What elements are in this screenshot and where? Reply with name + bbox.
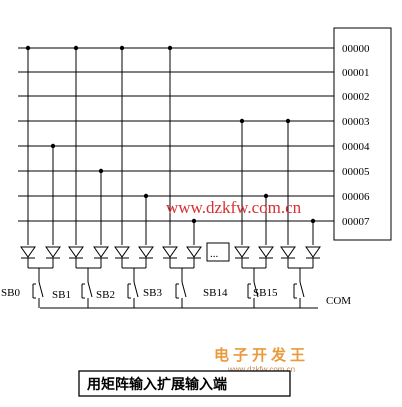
diode [138,246,154,259]
diode [45,246,61,259]
switch-array [27,258,314,308]
ellipsis-box [206,242,230,262]
plc-input-block [333,27,392,241]
logo-url: www.dzkfw.com.cn [227,365,295,374]
junction-dot [50,143,56,149]
switch-label-sb1: SB1 [52,289,71,301]
input-terminal-00005: 00005 [342,166,370,178]
com-label: COM [326,295,351,307]
diode [68,246,84,259]
site-logo: 电子开发王 www.dzkfw.com.cn [214,346,309,374]
diode [162,246,178,259]
diode [186,246,202,259]
junction-dots [25,45,316,224]
logo-text: 电子开发王 [214,346,309,364]
switch-wiring [121,258,147,308]
input-terminal-00006: 00006 [342,191,370,203]
switch-wiring [75,258,102,308]
switch-label-sb14: SB14 [203,287,228,299]
junction-dot [98,168,104,174]
junction-dot [25,45,31,51]
diode [114,246,130,259]
input-terminal-00001: 00001 [342,67,370,79]
diode [280,246,296,259]
input-terminal-labels: 00000 00001 00002 00003 00004 00005 00006 00007 [342,43,370,228]
switch-labels: SB0 SB1 SB2 SB3 SB14 SB15 [1,287,278,301]
input-terminal-00002: 00002 [342,91,370,103]
junction-dot [285,118,291,124]
diode [20,246,36,259]
junction-dot [191,218,197,224]
junction-dot [263,193,269,199]
input-terminal-00003: 00003 [342,116,370,128]
junction-dot [143,193,149,199]
input-bus-lines [18,47,334,222]
input-terminal-00000: 00000 [342,43,370,55]
switch-label-sb3: SB3 [143,287,162,299]
caption-box [78,370,291,397]
ellipsis-text: ... [210,248,219,260]
tap-lines [27,48,314,245]
caption-text: 用矩阵输入扩展输入端 [87,376,227,393]
diode [234,246,250,259]
junction-dot [73,45,79,51]
switch-wiring [169,258,195,308]
junction-dot [119,45,125,51]
switch-label-sb15: SB15 [253,287,278,299]
switch-label-sb2: SB2 [96,289,115,301]
diode [258,246,274,259]
watermark-text: www.dzkfw.com.cn [166,198,302,217]
junction-dot [167,45,173,51]
diode [305,246,321,259]
junction-dot [239,118,245,124]
switch-label-sb0: SB0 [1,287,20,299]
switch-wiring [241,258,267,308]
diode-array [20,246,321,259]
switch-wiring [27,258,54,308]
junction-dot [310,218,316,224]
input-terminal-00004: 00004 [342,141,370,153]
switch-wiring [287,258,314,308]
diode [93,246,109,259]
input-terminal-00007: 00007 [342,216,370,228]
